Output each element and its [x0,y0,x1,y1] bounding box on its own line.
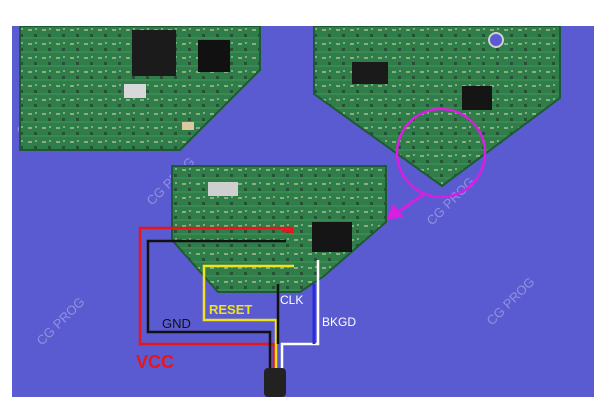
pcb-top-right [313,26,561,188]
wire-white [280,260,320,391]
highlight-circle [395,107,487,199]
chip [352,62,388,84]
chip [462,86,492,110]
wiring-diagram: CG PROG CG PROG CG PROG CG PROG CG PROG [12,26,594,397]
chip [132,30,176,76]
wire-gnd [146,239,286,391]
label-clk: CLK [280,293,303,307]
wire-vcc [138,226,294,391]
mounting-hole [488,32,504,48]
component [182,122,194,130]
label-vcc: VCC [136,352,174,372]
pcb-top-left [19,26,261,151]
label-reset: RESET [209,302,252,317]
chip [312,222,352,252]
pointer-arrow-icon [386,192,425,220]
wires [138,226,320,391]
label-bkgd: BKGD [322,315,356,329]
label-gnd: GND [162,316,191,331]
component [208,182,238,196]
component [124,84,146,98]
cable-connector-icon [264,368,286,397]
wire-reset [202,264,294,391]
chip [198,40,230,72]
